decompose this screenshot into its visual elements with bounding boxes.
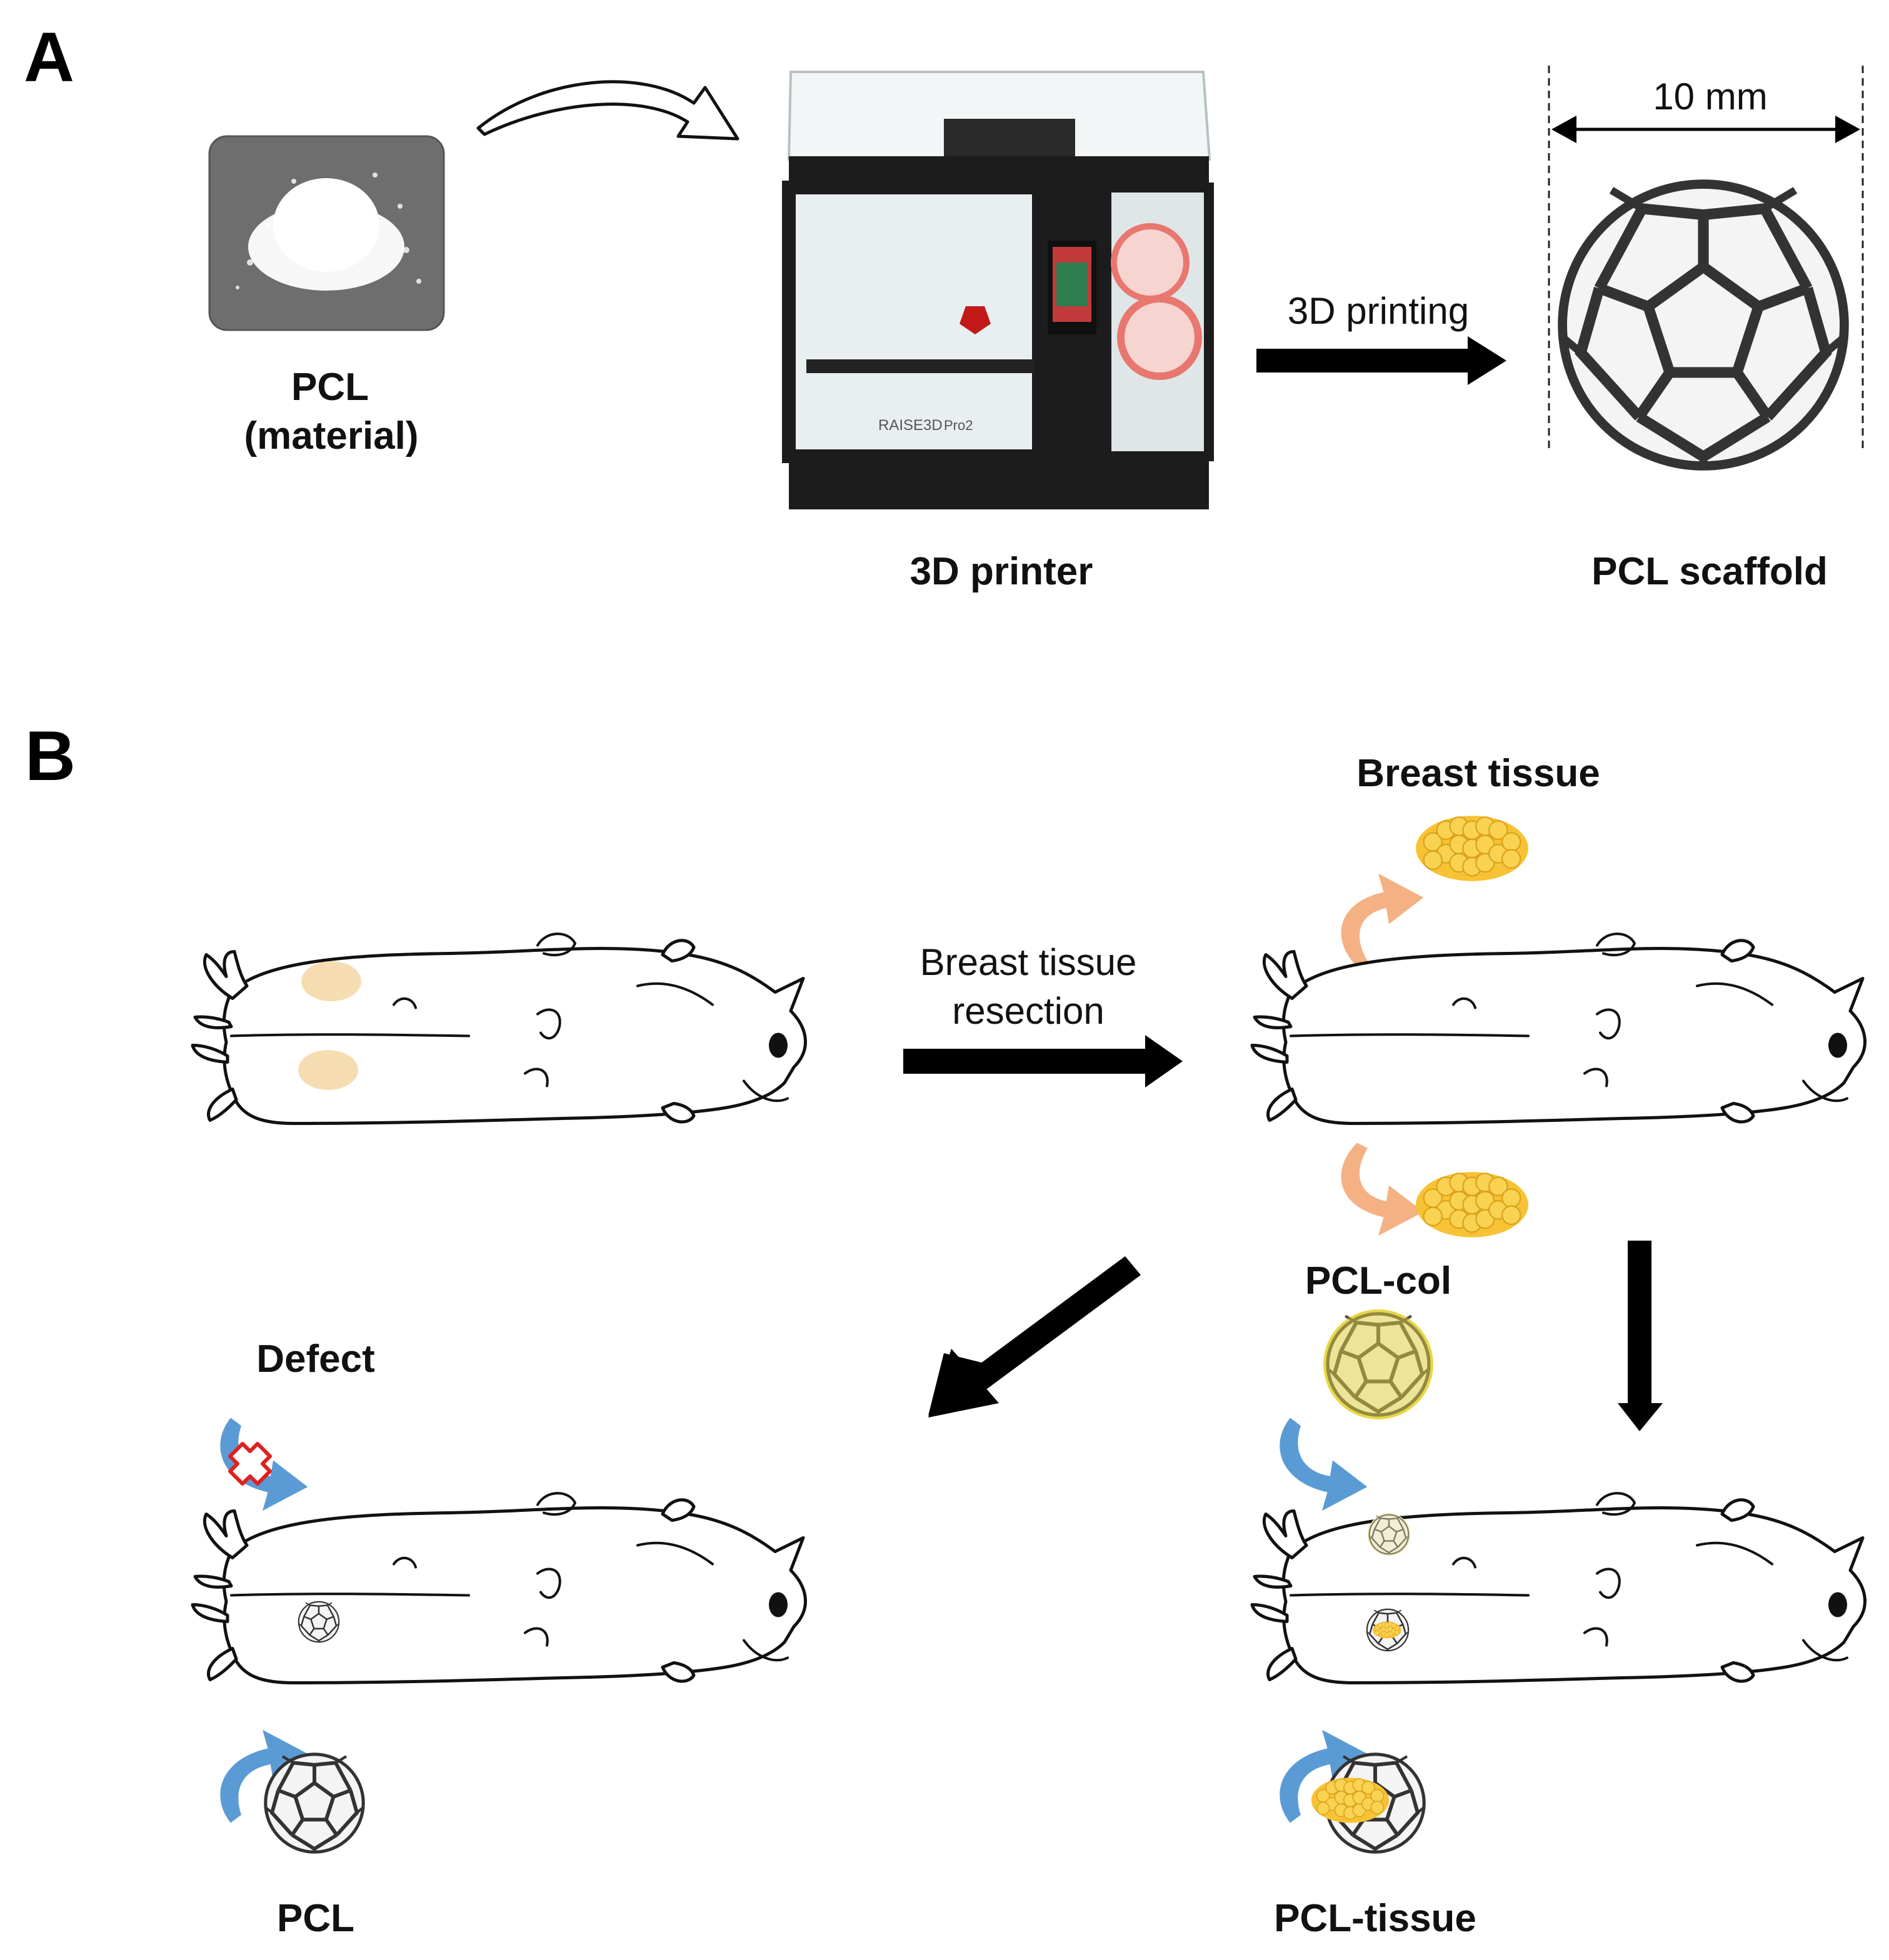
dimension-label: 10 mm bbox=[1653, 76, 1767, 118]
pcl-tissue-label: PCL-tissue bbox=[1274, 1897, 1476, 1940]
orange-arrow-lower bbox=[1341, 1142, 1424, 1236]
blue-arrow-upper-right bbox=[1280, 1418, 1368, 1511]
defect-label: Defect bbox=[256, 1338, 375, 1381]
printer-model-text: Pro2 bbox=[944, 418, 973, 433]
implanted-scaffold-pcl bbox=[298, 1601, 340, 1644]
orange-arrow-upper bbox=[1341, 873, 1424, 967]
panel-a-letter: A bbox=[24, 18, 74, 96]
printing-arrow bbox=[1256, 336, 1506, 385]
material-label-line1: PCL bbox=[291, 366, 369, 409]
pcl-col-label: PCL-col bbox=[1305, 1259, 1451, 1302]
printer-label: 3D printer bbox=[910, 550, 1093, 593]
resection-label-line2: resection bbox=[952, 990, 1104, 1032]
rat-drawing-icon bbox=[193, 1493, 806, 1682]
breast-tissue-label: Breast tissue bbox=[1356, 752, 1600, 795]
diagonal-arrow bbox=[928, 1256, 1141, 1418]
printer-brand-text: RAISE3D bbox=[878, 417, 943, 434]
resection-label-line1: Breast tissue bbox=[920, 941, 1137, 983]
down-arrow bbox=[1618, 1241, 1663, 1431]
pcl-material-image bbox=[208, 135, 445, 331]
tissue-spot-lower bbox=[298, 1050, 358, 1090]
panel-b-letter: B bbox=[25, 717, 76, 795]
printer-image: RAISE3D Pro2 bbox=[782, 71, 1214, 509]
fat-cluster-icon bbox=[1415, 1171, 1529, 1238]
implanted-scaffold-tissue bbox=[1366, 1608, 1410, 1652]
rat-drawing-icon bbox=[1252, 1493, 1865, 1682]
material-label-line2: (material) bbox=[244, 414, 418, 458]
scaffold-label: PCL scaffold bbox=[1591, 550, 1828, 593]
resection-arrow bbox=[903, 1035, 1183, 1088]
dimension-arrow bbox=[1551, 116, 1860, 143]
process-label: 3D printing bbox=[1288, 290, 1469, 332]
fat-cluster-icon bbox=[1415, 815, 1529, 882]
tissue-scaffold-icon bbox=[1311, 1754, 1424, 1853]
pcl-label: PCL bbox=[277, 1897, 354, 1940]
scaffold-ball-icon bbox=[1563, 184, 1845, 469]
curved-arrow-icon bbox=[476, 80, 739, 141]
rat-drawing-icon bbox=[193, 934, 806, 1123]
cross-mark-icon bbox=[228, 1442, 272, 1486]
scaffold-ball-icon bbox=[266, 1754, 363, 1853]
implanted-scaffold-col bbox=[1368, 1513, 1410, 1556]
rat-drawing-icon bbox=[1252, 934, 1865, 1123]
collagen-scaffold-icon bbox=[1323, 1309, 1433, 1419]
tissue-spot-upper bbox=[301, 961, 361, 1001]
